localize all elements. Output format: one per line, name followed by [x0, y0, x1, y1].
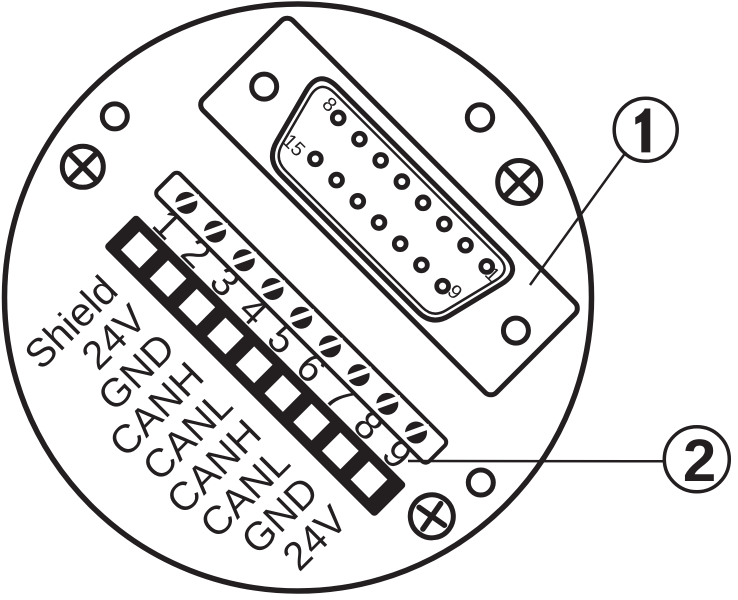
svg-text:2: 2 [683, 427, 716, 494]
